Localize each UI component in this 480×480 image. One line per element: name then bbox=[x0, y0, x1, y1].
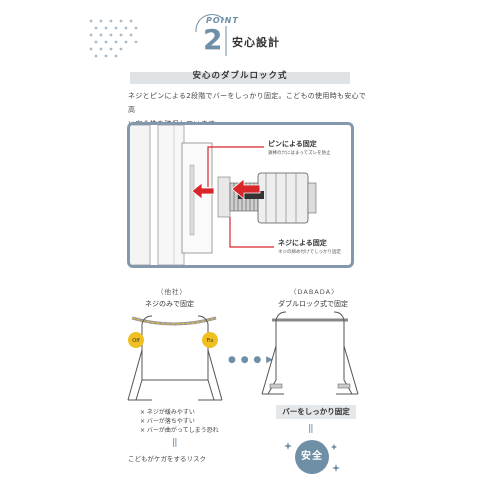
screw-lock-label: ネジによる固定 bbox=[278, 239, 327, 247]
pin-lock-label: ピンによる固定 bbox=[268, 140, 317, 148]
left-column-label: （他社） bbox=[157, 288, 187, 296]
issue-item: × バーが落ちやすい bbox=[140, 418, 195, 425]
arrow-badge-icon bbox=[128, 332, 144, 348]
description-line: ネジとピンによる2段階でバーをしっかり固定。こどもの使用時も安心で高 bbox=[128, 92, 367, 114]
lock-arrow-left bbox=[191, 182, 215, 200]
svg-text:Fix: Fix bbox=[207, 338, 214, 344]
competitor-issue-list: × ネジが緩みやすい × バーが落ちやすい × バーが曲がってしまう恐れ bbox=[140, 408, 219, 435]
svg-text:Off: Off bbox=[132, 338, 140, 344]
issue-item: × ネジが緩みやすい bbox=[140, 409, 195, 416]
sparkle-icon bbox=[284, 442, 340, 472]
right-column-subtitle: ダブルロック式で固定 bbox=[278, 300, 348, 308]
point-word: POINT bbox=[206, 16, 239, 25]
arrow-badge-icon bbox=[202, 332, 218, 348]
double-lock-detail-panel: ピンによる固定 鉄棒の穴にはまってズレを防止 ネジによる固定 ネジの締め付けでし… bbox=[127, 122, 354, 268]
left-column-subtitle: ネジのみで固定 bbox=[145, 300, 194, 308]
double-lock-illustration bbox=[130, 125, 317, 265]
comparison-arrow: ● ● ● ▶ bbox=[228, 355, 275, 365]
right-equals-mark: || bbox=[308, 424, 313, 434]
dot-pattern-decoration bbox=[89, 19, 138, 58]
safe-badge: 安全 bbox=[295, 440, 329, 474]
dabada-bar-illustration bbox=[261, 311, 359, 395]
section-title: 安心設計 bbox=[232, 36, 280, 49]
point-number: 2 bbox=[203, 23, 223, 56]
subtitle: 安心のダブルロック式 bbox=[192, 71, 288, 81]
right-column-label: 〈DABADA〉 bbox=[290, 288, 339, 296]
pin-lock-note: 鉄棒の穴にはまってズレを防止 bbox=[268, 151, 331, 156]
issue-item: × バーが曲がってしまう恐れ bbox=[140, 427, 219, 434]
point-badge: POINT 2 bbox=[192, 12, 292, 62]
dabada-feature-label: バーをしっかり固定 bbox=[276, 405, 356, 419]
lock-arrow-right bbox=[231, 178, 261, 200]
competitor-result: こどもがケガをするリスク bbox=[128, 455, 206, 463]
screw-lock-note: ネジの締め付けでしっかり固定 bbox=[278, 250, 341, 255]
red-arrows bbox=[207, 146, 274, 248]
point-arc-decoration bbox=[195, 14, 227, 56]
left-equals-mark: || bbox=[172, 438, 177, 448]
competitor-bar-illustration: Off Fix bbox=[127, 315, 223, 401]
subtitle-band bbox=[130, 72, 350, 84]
